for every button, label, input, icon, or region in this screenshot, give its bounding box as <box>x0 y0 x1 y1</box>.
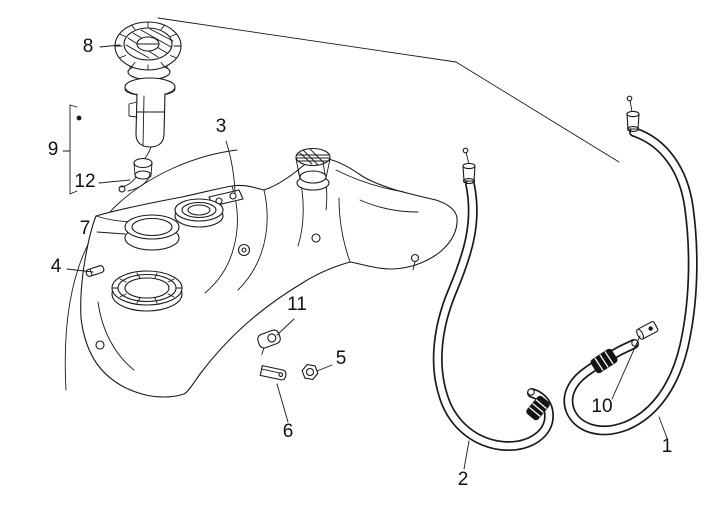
fuel-cap <box>114 21 182 81</box>
callout-4: 4 <box>51 256 62 277</box>
callout-2: 2 <box>458 469 469 490</box>
callout-8: 8 <box>83 36 94 57</box>
callout-6: 6 <box>283 421 294 442</box>
hose-1-connector <box>626 110 640 132</box>
callout-11: 11 <box>287 294 307 315</box>
pump-opening <box>174 198 224 228</box>
callout-9-bracket <box>62 104 82 195</box>
fuel-hose-1 <box>563 95 698 436</box>
hose-1-sleeve <box>590 348 618 374</box>
callout-3: 3 <box>216 116 227 137</box>
reference-lines <box>64 17 620 391</box>
fuel-pump-assembly <box>124 77 176 162</box>
nut-part-5 <box>301 363 319 381</box>
hose-2-sleeve <box>526 395 550 421</box>
filler-neck <box>295 147 331 191</box>
callout-7: 7 <box>80 218 91 239</box>
callout-12: 12 <box>74 171 95 192</box>
fuel-hose-2 <box>432 147 555 452</box>
callout-labels: 8 9 12 3 7 4 11 5 6 2 10 1 <box>48 36 673 490</box>
hose-2-connector <box>462 162 476 184</box>
bracket-part-6 <box>259 365 287 381</box>
callout-5: 5 <box>336 348 347 369</box>
callout-1: 1 <box>662 436 673 457</box>
gasket-ring-part-7 <box>124 214 180 251</box>
grommet-part-10 <box>636 321 659 340</box>
callout-leaders <box>62 44 668 470</box>
front-opening <box>111 270 183 312</box>
clamp-part-11 <box>257 329 281 355</box>
pump-outlet-fitting <box>118 157 153 193</box>
callout-10: 10 <box>591 396 612 417</box>
callout-9: 9 <box>48 139 59 160</box>
